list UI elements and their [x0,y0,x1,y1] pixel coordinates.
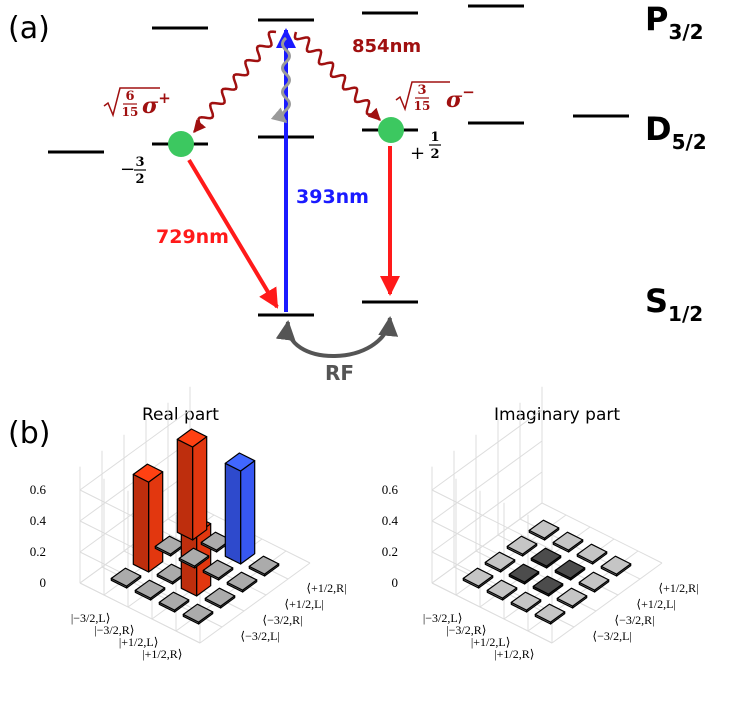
panel-b-label: (b) [8,416,50,451]
row-label: |+1/2,L⟩ [471,635,511,649]
bar-2-0 [224,452,256,565]
col-label: ⟨−3/2,R| [614,613,654,627]
chart-real-part: 0 0.2 0.4 0.6 |−3/2,L⟩|−3/2,R⟩|+1/2,L⟩|+1/2,… [30,386,347,661]
row-label: |−3/2,R⟩ [94,623,134,637]
col-label: ⟨+1/2,R| [306,581,346,595]
bar-0-2 [484,551,516,573]
col-label: ⟨−3/2,L| [240,629,280,643]
label-rf: RF [325,361,354,385]
row-label: |+1/2,R⟩ [494,647,534,661]
coupling-right: 3 15 σ− [395,81,475,113]
bar-2-3 [158,591,190,613]
coupling-right-num: 3 [417,83,426,98]
d-term-label: D5/2 [645,110,707,154]
label-854nm: 854nm [352,36,421,57]
coupling-right-sigma: σ− [446,83,475,113]
coupling-left: 6 15 σ+ [103,87,171,119]
bar-0-1 [506,535,538,557]
arrow-rf [275,316,399,358]
title-real: Real part [142,405,219,425]
bar-1-3 [134,579,166,601]
population-dot-right [378,117,404,143]
col-label: ⟨+1/2,R| [658,581,698,595]
bar-2-1 [554,559,586,581]
s-levels [258,300,418,317]
bar-1-3 [486,579,518,601]
panel-a: (a) P3/2 D5/2 S1/2 39 [8,0,707,385]
s-term-label: S1/2 [645,282,703,326]
bar-3-1 [226,571,258,593]
row-label: |−3/2,R⟩ [446,623,486,637]
panel-a-label: (a) [8,11,50,46]
col-label: ⟨−3/2,L| [592,629,632,643]
col-label: ⟨−3/2,R| [262,613,302,627]
bar-2-3 [510,591,542,613]
bar-0-0 [176,428,208,541]
svg-text:2: 2 [135,172,144,187]
row-label: |+1/2,L⟩ [119,635,159,649]
z-tick-label: 0.6 [30,482,47,497]
decay-wavy-854-left [193,30,277,133]
coupling-right-den: 15 [414,99,431,113]
bar-1-1 [530,547,562,569]
population-dot-left [168,131,194,157]
bar-0-0 [528,519,560,541]
bar-3-0 [248,555,280,577]
axis-grid [431,386,663,644]
svg-text:+: + [410,143,425,164]
coupling-left-num: 6 [125,89,134,104]
decay-wavy-gray [270,36,291,124]
bar-1-0 [552,531,584,553]
z-tick-label: 0 [392,575,399,590]
bar-2-0 [576,543,608,565]
coupling-left-sigma: σ+ [142,89,171,119]
label-393nm: 393nm [296,186,369,208]
d-levels [48,114,629,154]
svg-text:3: 3 [135,155,144,170]
svg-text:−: − [120,159,135,180]
z-tick-label: 0.6 [382,482,399,497]
bar-2-1 [202,559,234,581]
bar-3-0 [600,555,632,577]
col-label: ⟨+1/2,L| [636,597,676,611]
bar-1-2 [508,563,540,585]
bar-3-3 [182,603,214,625]
chart-imaginary-part: 0 0.2 0.4 0.6 |−3/2,L⟩|−3/2,R⟩|+1/2,L⟩|+1/2,… [382,386,699,661]
z-tick-label: 0.4 [382,513,399,528]
col-label: ⟨+1/2,L| [284,597,324,611]
z-tick-label: 0.2 [382,544,398,559]
bar-3-2 [204,587,236,609]
svg-text:2: 2 [430,147,439,162]
mj-right: + 1 2 [410,130,441,164]
bar-0-3 [462,567,494,589]
bar-3-1 [578,571,610,593]
title-imag: Imaginary part [494,405,620,425]
decay-wavy-854-right [293,31,381,121]
label-729nm: 729nm [156,226,229,248]
p-levels [152,4,524,30]
bar-2-2 [532,575,564,597]
z-tick-label: 0.4 [30,513,47,528]
row-label: |−3/2,L⟩ [71,611,111,625]
bar-1-1 [178,547,210,569]
mj-left: − 3 2 [120,155,146,187]
bar-0-3 [110,567,142,589]
coupling-left-den: 15 [122,105,139,119]
arrow-729nm-left [187,158,279,309]
z-tick-label: 0.2 [30,544,46,559]
svg-text:1: 1 [430,130,439,145]
z-tick-label: 0 [40,575,47,590]
p-term-label: P3/2 [645,0,704,44]
bar-3-3 [534,603,566,625]
row-label: |−3/2,L⟩ [423,611,463,625]
bar-0-1 [154,535,186,557]
bar-3-2 [556,587,588,609]
row-label: |+1/2,R⟩ [142,647,182,661]
bar-0-2 [132,463,164,573]
panel-b: (b) Real part Imaginary part 0 0.2 0.4 0.6 |… [8,386,699,661]
